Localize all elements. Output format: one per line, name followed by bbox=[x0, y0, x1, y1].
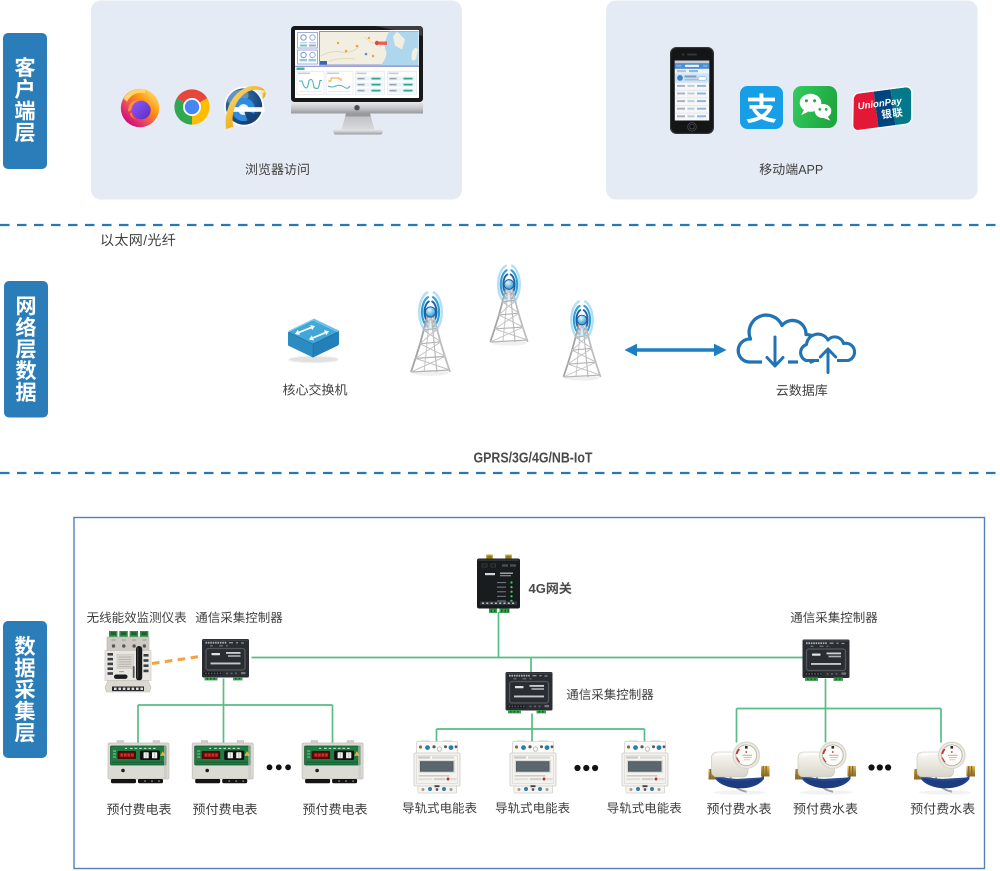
svg-text:4G: 4G bbox=[529, 581, 546, 596]
svg-text:/: / bbox=[143, 233, 147, 248]
svg-text:GPRS/3G/4G/NB-IoT: GPRS/3G/4G/NB-IoT bbox=[474, 450, 593, 467]
svg-text:APP: APP bbox=[798, 163, 823, 177]
